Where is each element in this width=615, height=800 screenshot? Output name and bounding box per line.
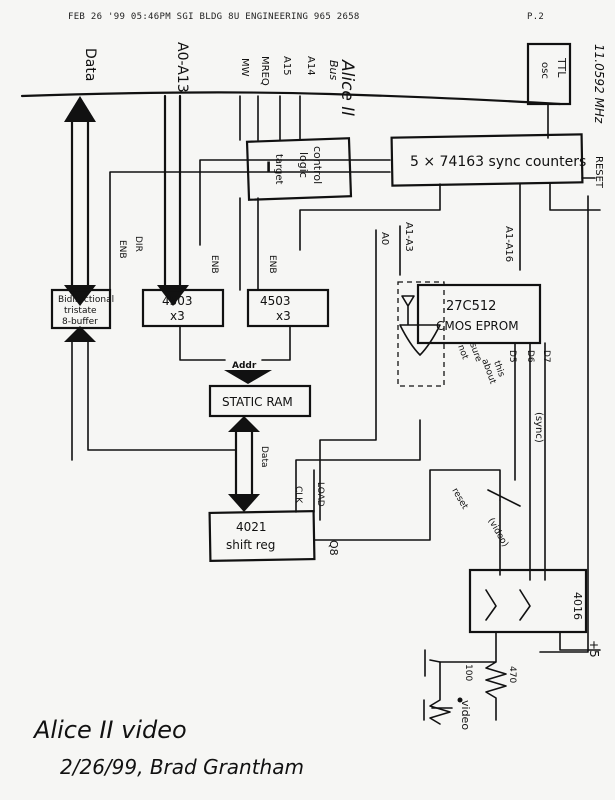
static-ram-box <box>208 384 312 418</box>
analog-switch-contacts <box>485 589 531 621</box>
eprom-d5-label: D5 <box>507 350 517 363</box>
eprom-d7-label: D7 <box>541 350 551 363</box>
buffer-label-2: tristate <box>64 306 97 316</box>
signal-mreq: MREQ <box>259 56 270 86</box>
shift-reg-wires <box>295 419 501 541</box>
control-target-roman: I <box>266 160 271 176</box>
reset-wire <box>539 177 596 653</box>
counter-to-mux-wires <box>109 159 391 291</box>
buffer-feedback-wire <box>71 337 237 461</box>
reset-label: RESET <box>593 156 604 189</box>
address-bus-arrow <box>157 94 189 306</box>
eprom-label-1: 27C512 <box>446 299 496 314</box>
analog-switch-label: 4016 <box>571 592 584 620</box>
ground-and-100-ohm <box>424 649 451 725</box>
note-not: not <box>455 344 470 362</box>
fax-header-left: FEB 26 '99 05:46PM SGI BLDG 8U ENGINEERI… <box>68 12 360 22</box>
sync-label: (sync) <box>533 412 544 443</box>
ram-data-arrow <box>228 416 260 512</box>
bus-title: Alice II <box>337 59 357 116</box>
ram-data-label: Data <box>259 446 269 468</box>
video-output-node <box>457 697 463 703</box>
shift-reg-label-2: shift reg <box>226 538 275 552</box>
video-switch-label: (video) <box>485 517 509 549</box>
ttl-osc-box <box>526 42 572 106</box>
resistor-100-label: 100 <box>463 664 473 681</box>
signal-mw: MW <box>239 58 250 77</box>
sync-counters-label: 5 × 74163 sync counters <box>410 154 586 170</box>
buffer-label-1: Bidirectional <box>58 295 114 305</box>
video-out-label: video <box>459 700 472 730</box>
mux1-label-2: x3 <box>170 309 185 323</box>
plus5-label: +5 <box>587 640 601 658</box>
signal-a14: A14 <box>305 56 316 76</box>
addr-label: Addr <box>232 361 257 371</box>
load-label: LOAD <box>315 482 325 507</box>
shift-reg-box <box>208 509 316 563</box>
reset-switch-label: reset <box>449 487 469 512</box>
counter-output-wires <box>299 183 601 271</box>
control-to-mux-wires <box>239 197 259 291</box>
control-label-2: logic <box>297 152 310 178</box>
eprom-box <box>416 283 542 345</box>
buffer-return-arrow <box>64 326 96 342</box>
video-ground <box>423 699 453 721</box>
analog-switch-box <box>468 568 588 634</box>
shift-reg-label-1: 4021 <box>236 520 267 534</box>
control-signal-wires <box>239 95 301 141</box>
footer-title: Alice II video <box>32 716 187 744</box>
nor-gate-symbol <box>399 295 441 356</box>
mux1-enb-label: ENB <box>209 255 219 274</box>
osc-label-2: osc <box>539 62 550 79</box>
static-ram-label: STATIC RAM <box>222 395 293 409</box>
addr-wires <box>179 325 291 361</box>
data-bus-label: Data <box>82 48 98 81</box>
eprom-output-wires <box>514 342 546 581</box>
osc-label-1: TTL <box>555 57 568 78</box>
addr-arrow <box>224 370 272 384</box>
fax-header-right: P.2 <box>527 12 544 22</box>
switch-symbol <box>487 489 521 576</box>
bus-subtitle: Bus <box>327 60 340 81</box>
control-target-label: target <box>273 154 284 184</box>
eprom-label-2: CMOS EPROM <box>436 319 519 333</box>
mux2-box <box>246 288 330 328</box>
a1a16-label: A1-A16 <box>503 226 514 262</box>
buffer-dir-label: DIR <box>133 236 143 252</box>
a1a3-label: A1-A3 <box>403 222 414 252</box>
bus-line <box>20 91 562 106</box>
buffer-label-3: 8-buffer <box>62 317 98 327</box>
buffer-enb-label: ENB <box>117 240 127 259</box>
address-bus-label: A0-A13 <box>174 42 190 93</box>
footer-author-date: 2/26/99, Brad Grantham <box>60 755 304 779</box>
uncertain-region <box>397 281 445 387</box>
mux2-label-1: 4503 <box>260 294 291 308</box>
clk-label: CLK <box>293 486 303 504</box>
a0-wire <box>319 225 401 521</box>
resistor-470-label: 470 <box>507 666 517 683</box>
data-bus-arrow <box>64 96 96 306</box>
q8-label: Q8 <box>327 540 340 556</box>
mux2-label-2: x3 <box>276 309 291 323</box>
a0-label: A0 <box>379 232 390 245</box>
mux2-enb-label: ENB <box>267 255 277 274</box>
control-logic-box <box>245 137 353 201</box>
signal-a15: A15 <box>281 56 292 76</box>
plus5-wire <box>559 631 601 651</box>
osc-frequency: 11.0592 MHz <box>592 44 606 124</box>
mux1-label-1: 4503 <box>162 294 193 308</box>
control-label-1: control <box>311 146 324 184</box>
sync-counters-box <box>390 133 584 187</box>
mux1-box <box>141 288 225 328</box>
